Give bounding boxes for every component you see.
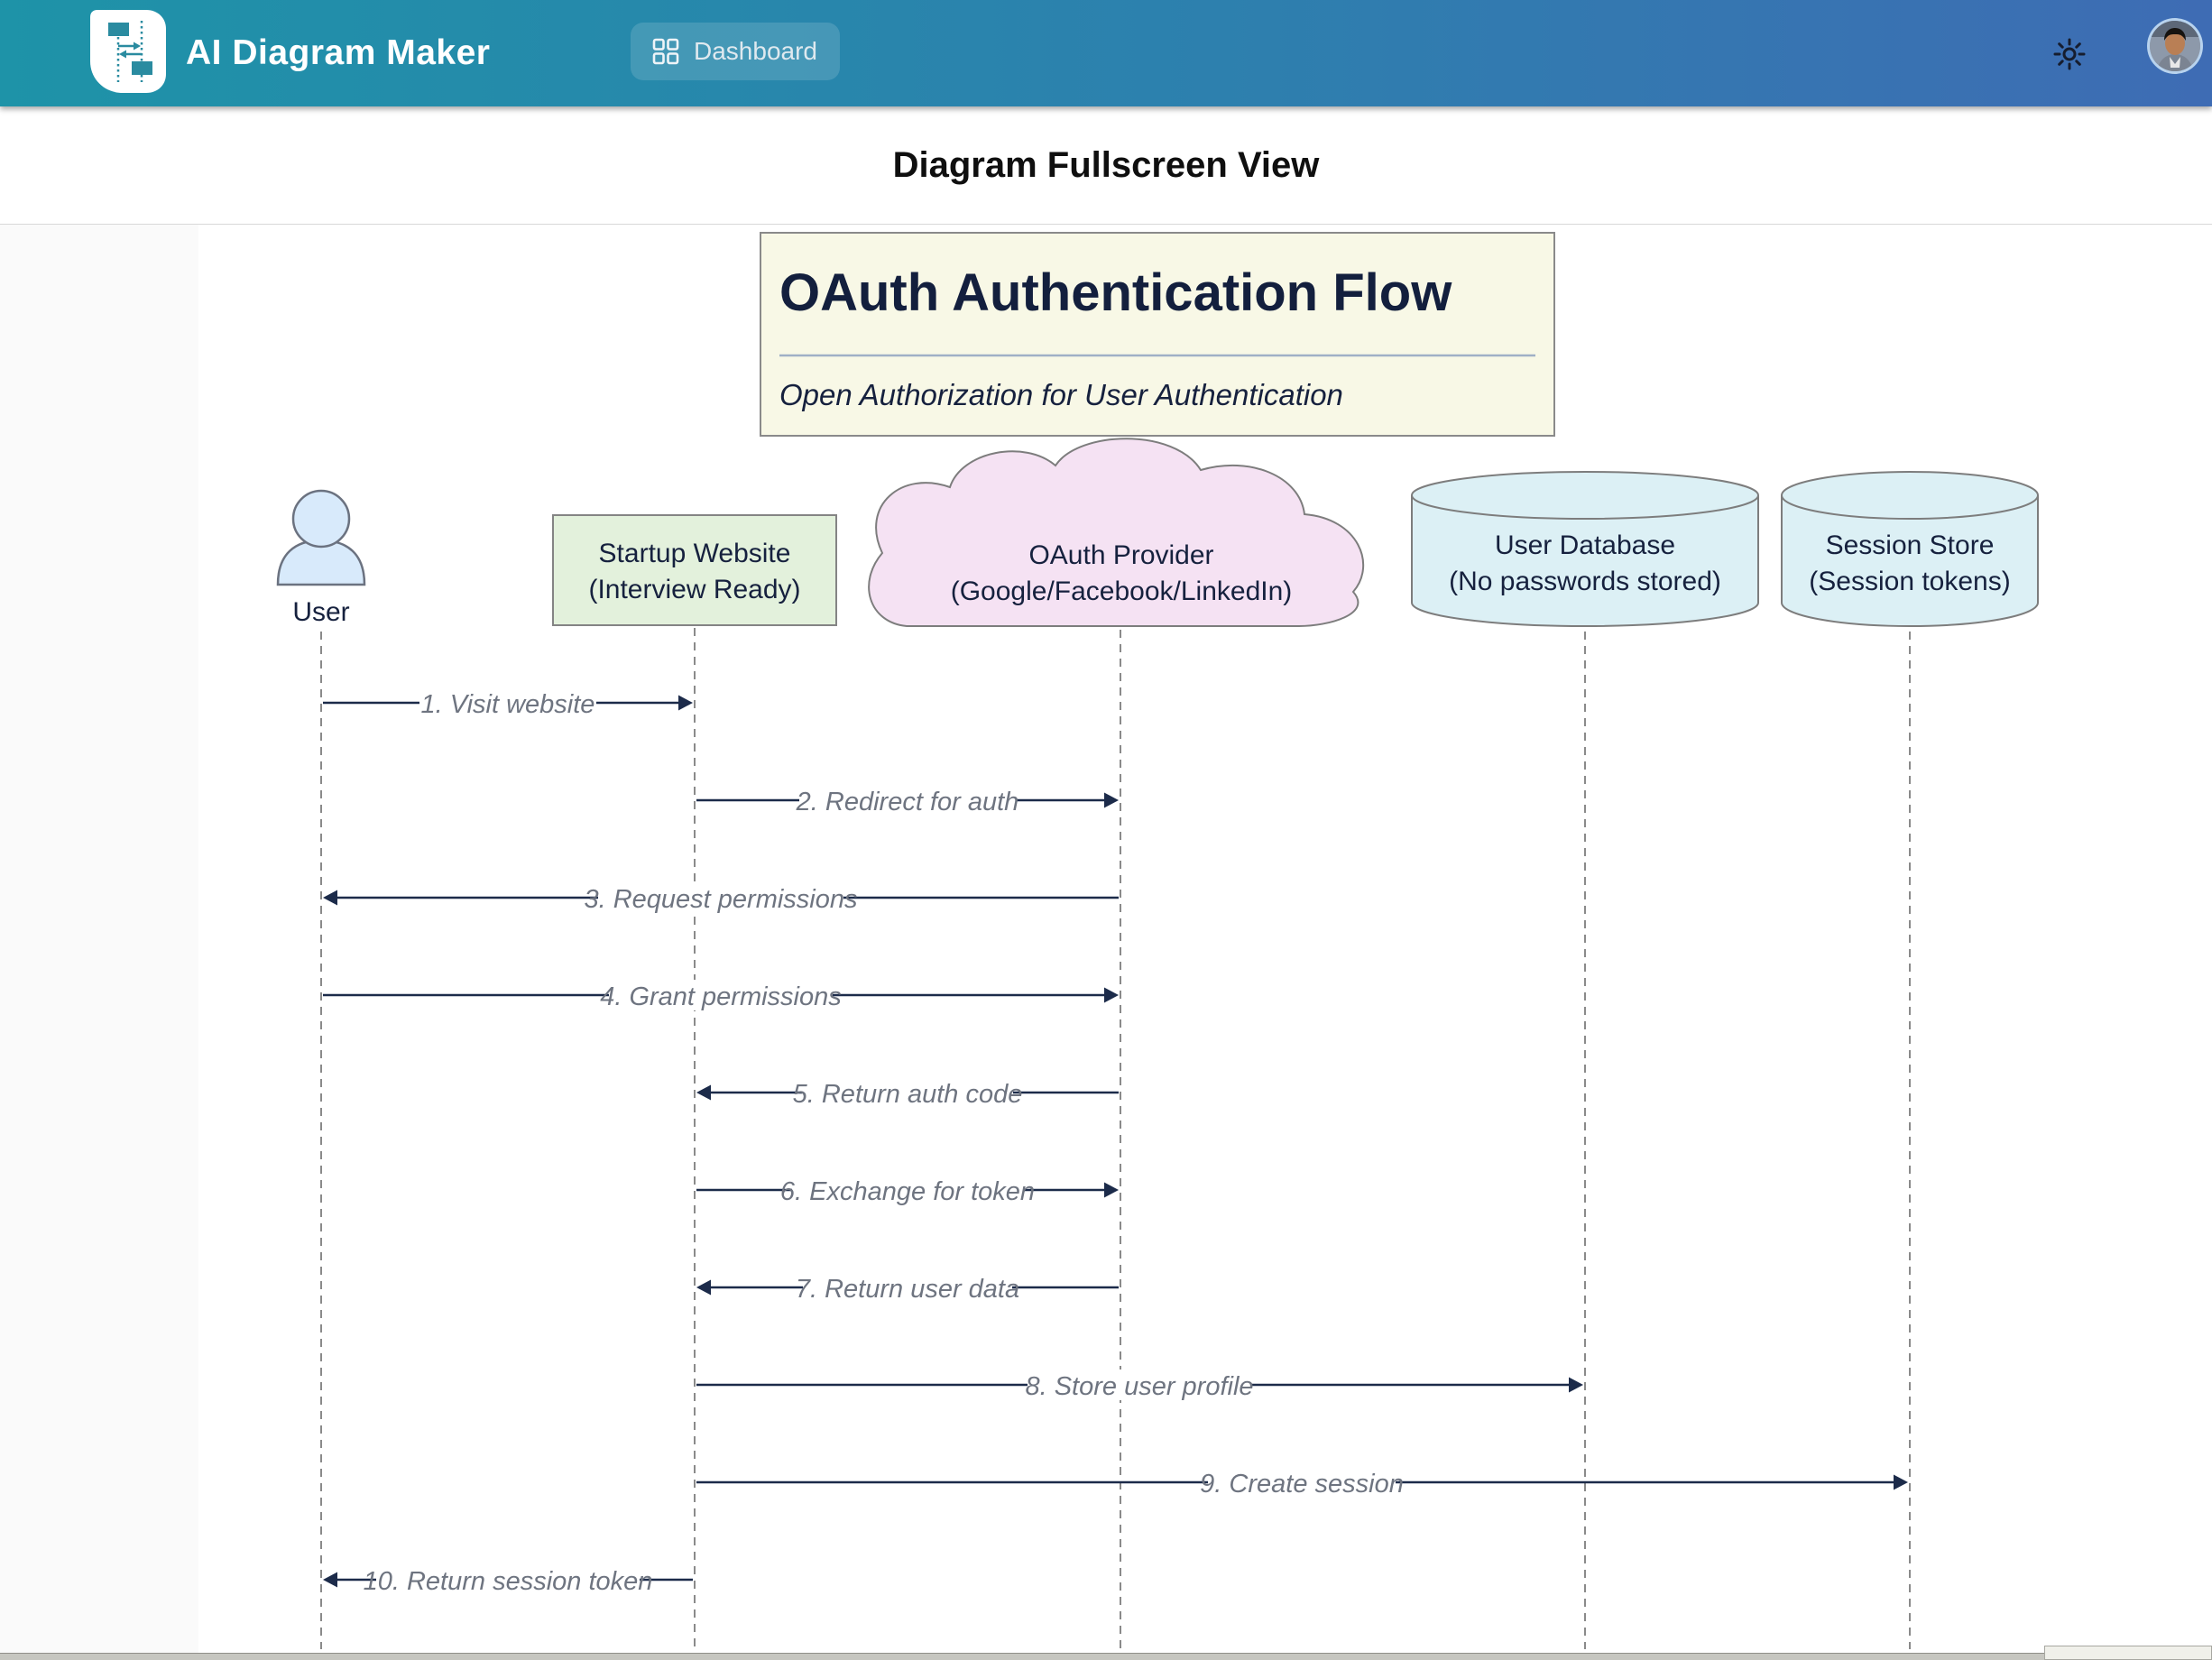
cylinder-top <box>1411 471 1759 520</box>
diagram-subtitle: Open Authorization for User Authenticati… <box>779 378 1343 411</box>
cylinder-top <box>1781 471 2039 520</box>
cylinder-body <box>1781 495 2039 627</box>
message-label: 9. Create session <box>1200 1470 1404 1499</box>
actor-startup-website: Startup Website (Interview Ready) <box>552 514 837 626</box>
actor-sessionstore-line1: Session Store <box>1826 530 1995 560</box>
actor-startup-line1: Startup Website <box>599 539 791 568</box>
app-logo-icon <box>90 10 166 93</box>
diagram-title-box: OAuth Authentication Flow Open Authoriza… <box>760 232 1555 437</box>
actor-oauth-line2: (Google/Facebook/LinkedIn) <box>951 576 1293 606</box>
sun-icon <box>2053 38 2086 70</box>
cylinder-body <box>1411 495 1759 627</box>
lifelines <box>320 628 1911 1649</box>
dashboard-button[interactable]: Dashboard <box>631 23 840 80</box>
message-label: 8. Store user profile <box>1025 1372 1253 1401</box>
message-label: 10. Return session token <box>364 1567 653 1596</box>
actor-startup-line2: (Interview Ready) <box>588 575 800 604</box>
message-label: 2. Redirect for auth <box>796 788 1019 816</box>
message-label: 3. Request permissions <box>584 885 857 914</box>
diagram-title: OAuth Authentication Flow <box>779 263 1452 322</box>
message-arrowheads <box>323 695 1908 1588</box>
cloud-shape <box>868 438 1365 627</box>
actor-user-label: User <box>292 597 349 627</box>
message-label: 1. Visit website <box>421 690 595 719</box>
actor-session-store: Session Store (Session tokens) <box>1781 471 2039 627</box>
message-label: 5. Return auth code <box>793 1080 1023 1109</box>
scrollbar-corner <box>2044 1646 2212 1660</box>
actor-userdb-line1: User Database <box>1495 530 1675 560</box>
actor-user-database: User Database (No passwords stored) <box>1411 471 1759 627</box>
fullscreen-titlebar: Diagram Fullscreen View <box>0 106 2212 225</box>
person-head <box>291 489 351 549</box>
message-labels: 1. Visit website 2. Redirect for auth 3.… <box>364 687 1404 1596</box>
actor-sessionstore-line2: (Session tokens) <box>1809 567 2010 596</box>
message-label: 7. Return user data <box>796 1275 1019 1304</box>
message-label: 6. Exchange for token <box>780 1177 1035 1206</box>
actor-oauth-line1: OAuth Provider <box>1028 540 1213 570</box>
dashboard-button-label: Dashboard <box>694 37 817 65</box>
app-header: AI Diagram Maker Dashboard <box>0 0 2212 106</box>
actor-user: User <box>276 489 366 627</box>
dashboard-grid-icon <box>652 38 679 65</box>
actor-oauth-provider: OAuth Provider (Google/Facebook/LinkedIn… <box>868 438 1365 627</box>
message-lines <box>323 701 1895 1582</box>
theme-toggle-button[interactable] <box>2050 34 2089 74</box>
actor-userdb-line2: (No passwords stored) <box>1449 567 1721 596</box>
page-title: Diagram Fullscreen View <box>892 144 1320 185</box>
horizontal-scrollbar[interactable] <box>0 1653 2212 1660</box>
message-label: 4. Grant permissions <box>600 982 842 1011</box>
sequence-diagram: OAuth Authentication Flow Open Authoriza… <box>276 232 2039 1649</box>
user-avatar-photo <box>2150 21 2200 71</box>
user-avatar[interactable] <box>2147 18 2203 74</box>
diagram-canvas <box>198 225 2212 1653</box>
app-title: AI Diagram Maker <box>186 33 491 72</box>
